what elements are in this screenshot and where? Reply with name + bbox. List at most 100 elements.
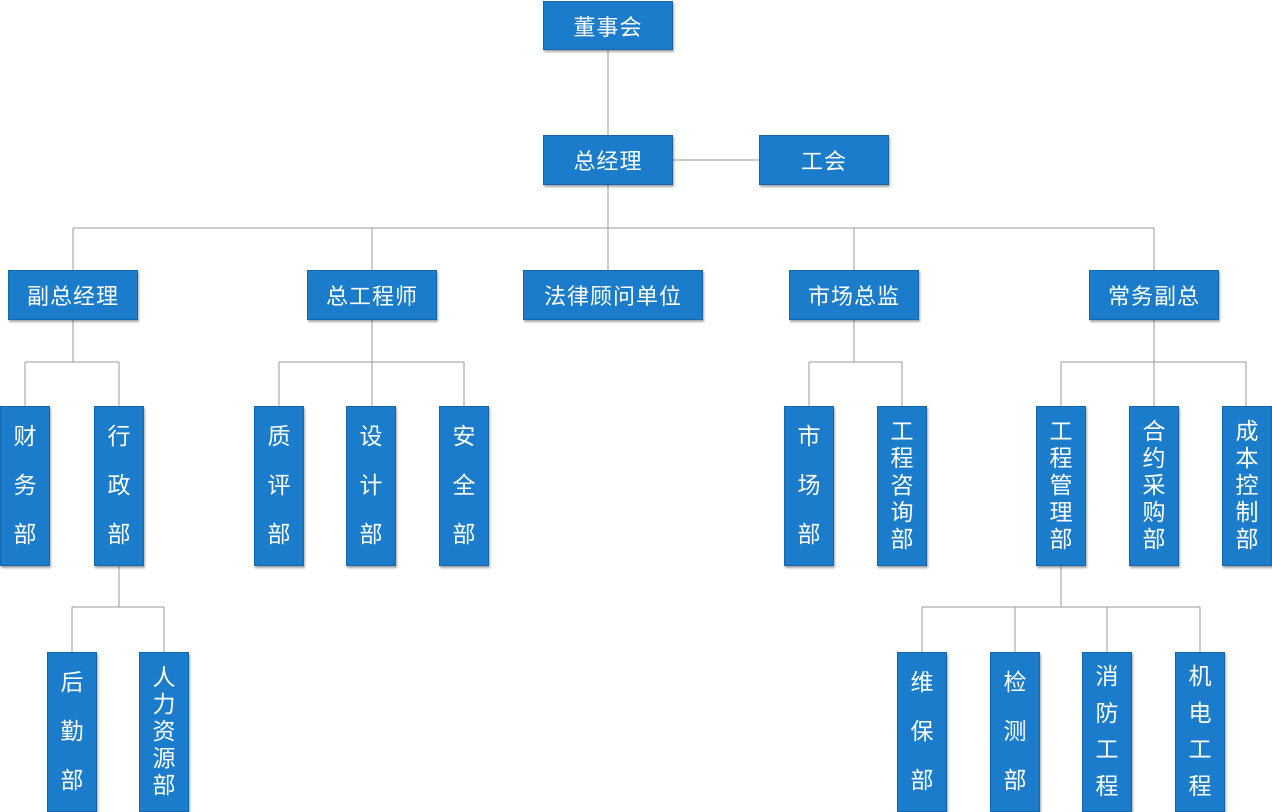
label-character: 防 — [1095, 700, 1119, 727]
label-character: 设 — [359, 424, 383, 451]
node-board: 董事会 — [543, 1, 673, 50]
label-character: 工 — [1049, 418, 1073, 445]
node-quality-label: 质评部 — [268, 407, 291, 565]
label-character: 购 — [1142, 499, 1166, 526]
node-legal-advisor-label: 法律顾问单位 — [543, 285, 682, 310]
label-character: 咨 — [890, 472, 914, 499]
node-general-manager: 总经理 — [543, 135, 673, 185]
label-character: 安 — [452, 424, 476, 451]
node-maintenance: 维保部 — [897, 652, 947, 812]
label-character: 工 — [1095, 737, 1119, 764]
node-union-label: 工会 — [800, 150, 847, 175]
node-logistics-label: 后勤部 — [61, 653, 84, 811]
label-character: 源 — [152, 745, 176, 772]
label-character: 部 — [1142, 526, 1166, 553]
label-character: 部 — [13, 521, 37, 548]
label-character: 部 — [1049, 526, 1073, 553]
label-character: 维 — [910, 670, 934, 697]
node-engineering-management-label: 工程管理部 — [1050, 407, 1073, 565]
label-character: 理 — [1049, 499, 1073, 526]
node-logistics: 后勤部 — [47, 652, 97, 812]
label-character: 保 — [910, 718, 934, 745]
label-character: 场 — [797, 472, 821, 499]
label-character: 部 — [152, 772, 176, 799]
label-character: 制 — [1235, 499, 1259, 526]
node-chief-engineer: 总工程师 — [307, 270, 437, 320]
node-safety-label: 安全部 — [453, 407, 476, 565]
node-design-label: 设计部 — [360, 407, 383, 565]
node-quality: 质评部 — [254, 406, 304, 566]
node-executive-vp-label: 常务副总 — [1107, 285, 1200, 310]
node-cost-control-label: 成本控制部 — [1236, 407, 1259, 565]
label-character: 采 — [1142, 472, 1166, 499]
node-contracts-procurement: 合约采购部 — [1129, 406, 1179, 566]
node-safety: 安全部 — [439, 406, 489, 566]
label-character: 成 — [1235, 418, 1259, 445]
node-engineering-management: 工程管理部 — [1036, 406, 1086, 566]
node-inspection: 检测部 — [990, 652, 1040, 812]
node-fire-engineering: 消防工程 — [1082, 652, 1132, 812]
label-character: 工 — [890, 418, 914, 445]
label-character: 部 — [1235, 526, 1259, 553]
label-character: 程 — [1049, 445, 1073, 472]
label-character: 质 — [267, 424, 291, 451]
label-character: 部 — [359, 521, 383, 548]
node-contracts-procurement-label: 合约采购部 — [1143, 407, 1166, 565]
node-board-label: 董事会 — [573, 15, 643, 41]
label-character: 财 — [13, 424, 37, 451]
node-human-resources: 人力资源部 — [139, 652, 189, 812]
label-character: 消 — [1095, 664, 1119, 691]
node-vice-president-label: 副总经理 — [26, 285, 119, 310]
label-character: 力 — [152, 691, 176, 718]
node-fire-engineering-label: 消防工程 — [1096, 653, 1119, 811]
label-character: 管 — [1049, 472, 1073, 499]
node-finance-label: 财务部 — [14, 407, 37, 565]
label-character: 电 — [1188, 700, 1212, 727]
label-character: 后 — [60, 670, 84, 697]
label-character: 部 — [890, 526, 914, 553]
label-character: 务 — [13, 472, 37, 499]
label-character: 部 — [910, 767, 934, 794]
node-maintenance-label: 维保部 — [911, 653, 934, 811]
label-character: 合 — [1142, 418, 1166, 445]
label-character: 程 — [890, 445, 914, 472]
node-engineering-consulting-label: 工程咨询部 — [891, 407, 914, 565]
node-chief-engineer-label: 总工程师 — [325, 285, 418, 310]
label-character: 市 — [797, 424, 821, 451]
label-character: 部 — [1003, 767, 1027, 794]
label-character: 检 — [1003, 670, 1027, 697]
node-engineering-consulting: 工程咨询部 — [877, 406, 927, 566]
label-character: 询 — [890, 499, 914, 526]
label-character: 程 — [1188, 773, 1212, 800]
label-character: 部 — [452, 521, 476, 548]
node-market-label: 市场部 — [798, 407, 821, 565]
node-mep-engineering: 机电工程 — [1175, 652, 1225, 812]
label-character: 部 — [60, 767, 84, 794]
node-finance: 财务部 — [0, 406, 50, 566]
label-character: 工 — [1188, 737, 1212, 764]
label-character: 政 — [107, 472, 131, 499]
node-design: 设计部 — [346, 406, 396, 566]
label-character: 评 — [267, 472, 291, 499]
label-character: 计 — [359, 472, 383, 499]
node-vice-president: 副总经理 — [8, 270, 138, 320]
label-character: 部 — [107, 521, 131, 548]
node-general-manager-label: 总经理 — [573, 150, 643, 175]
label-character: 资 — [152, 718, 176, 745]
label-character: 测 — [1003, 718, 1027, 745]
label-character: 部 — [797, 521, 821, 548]
node-admin-label: 行政部 — [108, 407, 131, 565]
node-marketing-director: 市场总监 — [789, 270, 919, 320]
label-character: 约 — [1142, 445, 1166, 472]
node-inspection-label: 检测部 — [1004, 653, 1027, 811]
label-character: 人 — [152, 664, 176, 691]
label-character: 机 — [1188, 664, 1212, 691]
label-character: 本 — [1235, 445, 1259, 472]
label-character: 行 — [107, 424, 131, 451]
node-market: 市场部 — [784, 406, 834, 566]
node-human-resources-label: 人力资源部 — [153, 653, 176, 811]
label-character: 部 — [267, 521, 291, 548]
label-character: 程 — [1095, 773, 1119, 800]
node-admin: 行政部 — [94, 406, 144, 566]
